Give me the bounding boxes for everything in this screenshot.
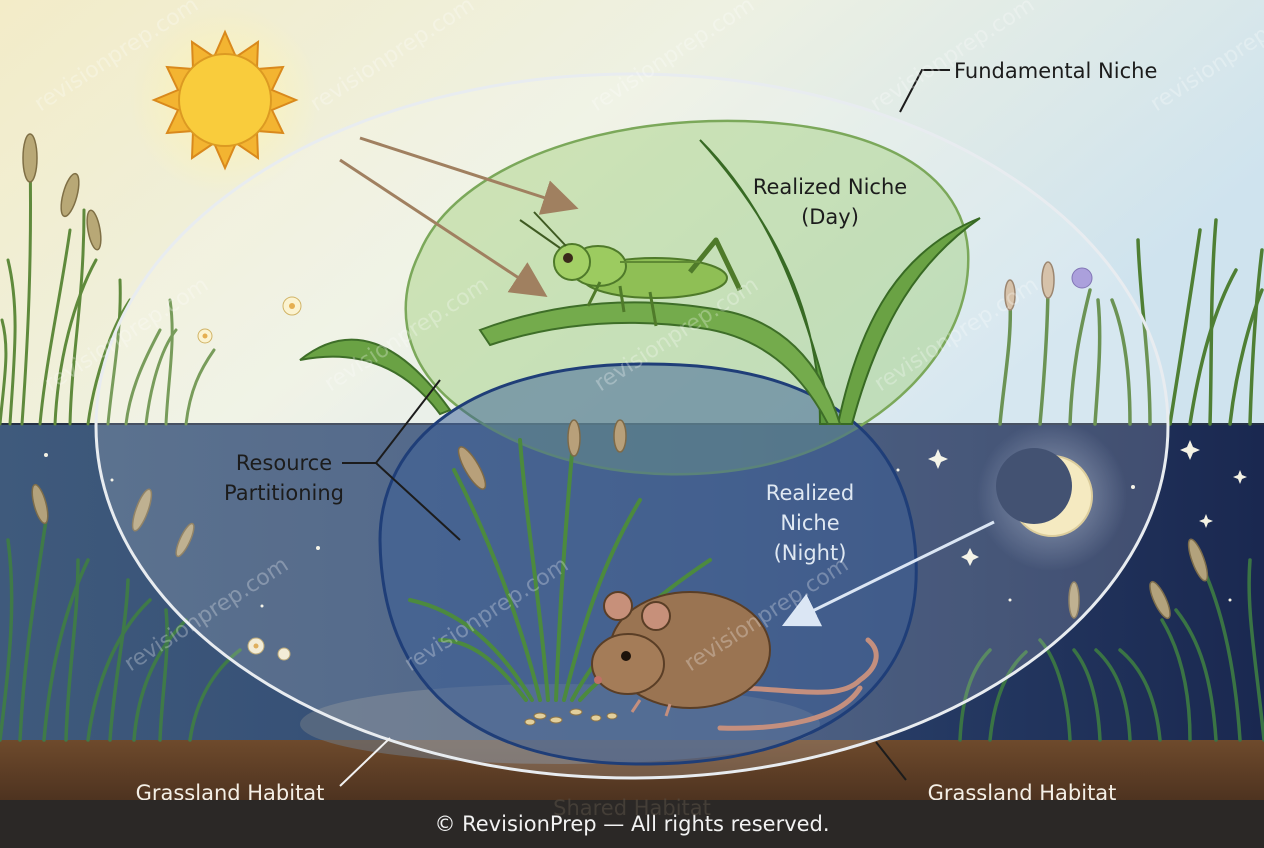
habitat-left-leader <box>339 737 391 787</box>
footer-bar: © RevisionPrep — All rights reserved. <box>0 800 1264 848</box>
moon-icon <box>977 421 1127 571</box>
day-grass-blades <box>299 139 981 425</box>
grasshopper-icon <box>519 211 743 327</box>
night-flowers <box>247 637 291 661</box>
fundamental-niche-label: Fundamental Niche <box>954 59 1158 83</box>
sunlight-arrow-2 <box>339 158 548 297</box>
fundamental-niche-leader <box>899 69 950 113</box>
seed-heads-right <box>1004 261 1055 311</box>
moonlight-arrow <box>781 520 995 627</box>
wheat-heads-left <box>22 133 102 251</box>
night-grass-right <box>958 558 1264 742</box>
night-grass-left <box>0 518 242 742</box>
habitat-right-leader <box>875 741 907 781</box>
realized-niche-night-label: Realized Niche (Night) <box>765 481 855 565</box>
realized-niche-day-label: Realized Niche (Day) <box>752 175 908 229</box>
copyright-text: © RevisionPrep — All rights reserved. <box>434 812 830 836</box>
day-grass-left <box>0 148 216 426</box>
shared-habitat-label: Shared Habitat <box>553 796 711 820</box>
sunlight-arrow-1 <box>359 136 579 215</box>
resource-partitioning-label: Resource Partitioning <box>224 451 344 505</box>
central-seed-heads <box>457 419 627 490</box>
night-wheat-right <box>1068 538 1209 620</box>
day-grass-right <box>998 218 1264 426</box>
stars <box>44 440 1247 608</box>
sun-icon <box>130 5 320 195</box>
night-wheat-left <box>31 483 195 558</box>
seeds <box>524 708 618 726</box>
resource-partitioning-leader <box>342 379 461 541</box>
daisy-icons <box>197 296 302 344</box>
thistle-icon <box>1071 267 1093 289</box>
mouse-icon <box>591 591 879 731</box>
